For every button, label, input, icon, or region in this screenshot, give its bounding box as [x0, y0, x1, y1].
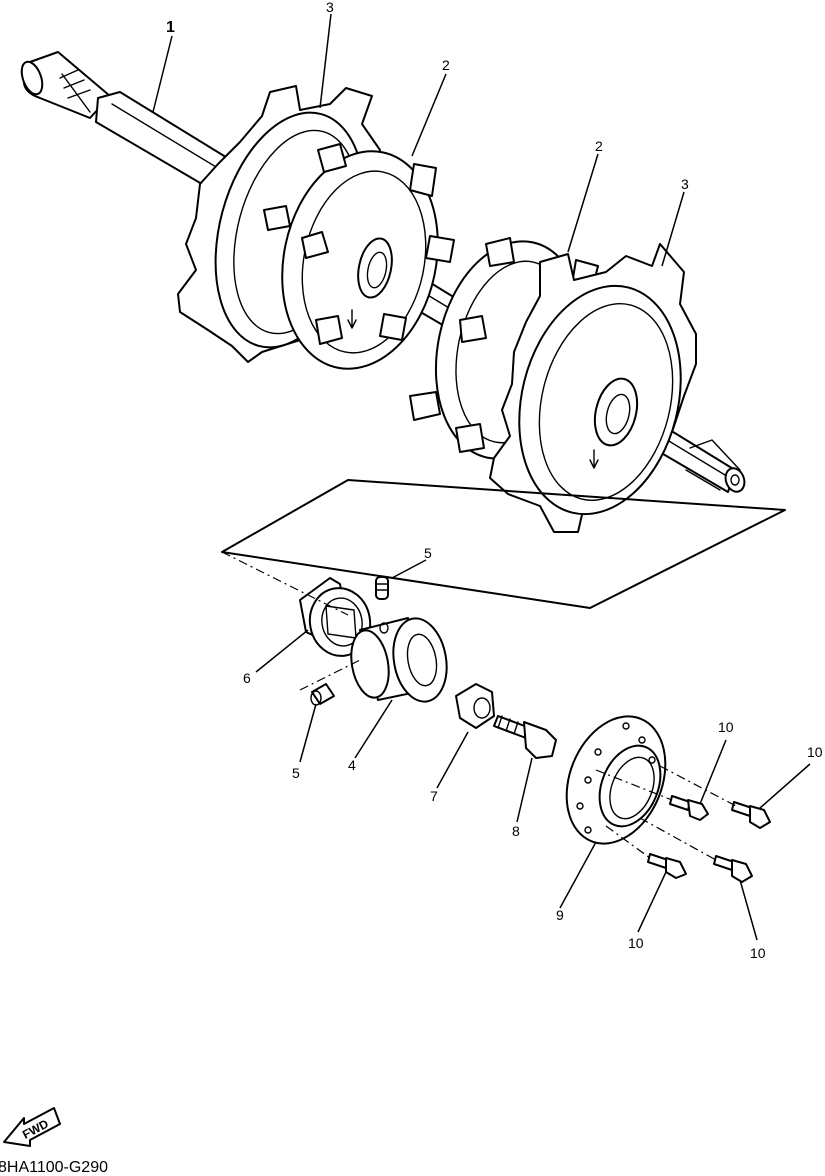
callout-10-b: 10 [807, 744, 823, 760]
callout-2-left: 2 [442, 57, 450, 73]
callout-9: 9 [556, 907, 564, 923]
leader-lines [152, 13, 811, 941]
bearing [350, 617, 448, 703]
callout-10-a: 10 [718, 719, 734, 735]
flange-bolt-b [731, 801, 771, 829]
callout-3-left: 3 [326, 0, 334, 15]
drawing-code: 8HA1100-G290 [0, 1159, 108, 1176]
explode-boundary [221, 479, 786, 609]
flange-bolt-a [669, 795, 709, 821]
flange-plate [565, 715, 667, 845]
sprocket-right [489, 243, 697, 533]
callout-10-c: 10 [628, 935, 644, 951]
callout-5-lower: 5 [292, 765, 300, 781]
callout-labels: 1 3 2 2 3 5 6 5 4 7 8 9 10 10 10 10 [166, 0, 823, 961]
bolt [493, 715, 557, 759]
callout-6: 6 [243, 670, 251, 686]
callout-7: 7 [430, 788, 438, 804]
nut [455, 683, 495, 729]
callout-3-right: 3 [681, 176, 689, 192]
callout-8: 8 [512, 823, 520, 839]
flange-bolt-d [713, 855, 753, 883]
callout-2-right: 2 [595, 138, 603, 154]
centerlines [221, 551, 737, 861]
callout-5-upper: 5 [424, 545, 432, 561]
set-screw-upper [375, 576, 389, 600]
bearing-housing [299, 577, 372, 657]
fwd-arrow-icon: FWD [3, 1107, 61, 1147]
flange-bolt-c [647, 853, 687, 879]
set-screw-lower [310, 683, 335, 706]
wheel-left [263, 143, 455, 370]
callout-1: 1 [166, 19, 175, 36]
callout-4: 4 [348, 757, 356, 773]
callout-10-d: 10 [750, 945, 766, 961]
